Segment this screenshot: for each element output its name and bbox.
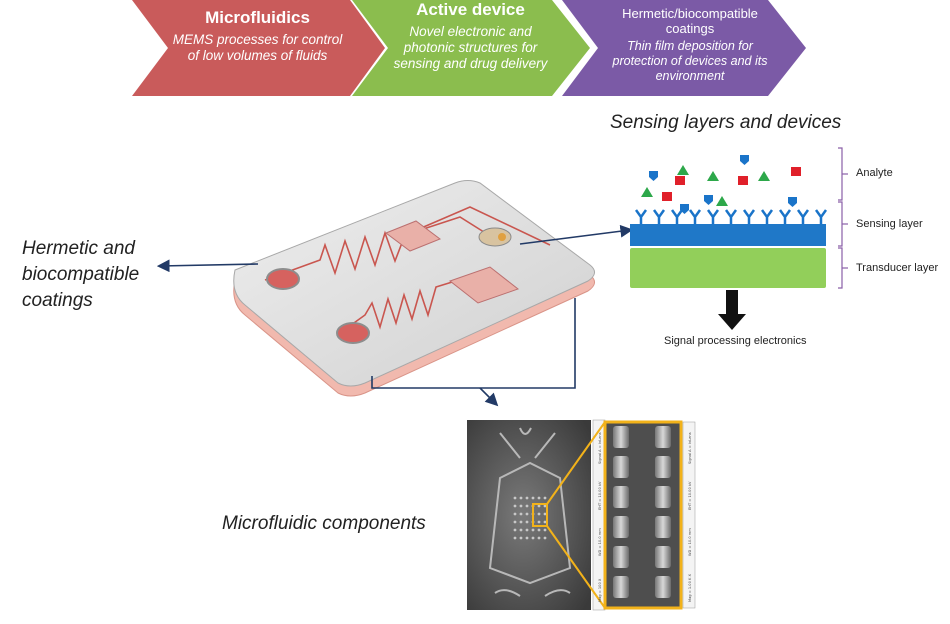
chevron-microfluidics-text: Microfluidics MEMS processes for control… <box>170 8 345 64</box>
chevron-description: Thin film deposition for protection of d… <box>612 39 768 83</box>
transducer-layer-bar <box>630 248 826 288</box>
analyte-label: Analyte <box>856 167 893 179</box>
sem-image-panel: Signal A = InLens EHT = 10.00 kV WD = 10… <box>467 419 696 611</box>
chevron-active-device <box>352 0 590 96</box>
sem-info-strip-right <box>682 421 696 609</box>
sem-pillar-grid <box>513 496 547 540</box>
sem-strip-text-r1: EHT = 10.00 kV <box>688 481 692 510</box>
sem-strip-text: Signal A = InLens EHT = 10.00 kV WD = 10… <box>598 432 692 602</box>
chevron-microfluidics <box>132 0 385 96</box>
sem-strip-text-r0: Signal A = InLens <box>688 432 692 464</box>
pillar-chamber <box>384 220 520 304</box>
sem-overview-image <box>467 420 591 610</box>
sem-strip-text-l1: EHT = 10.00 kV <box>598 481 602 510</box>
chevron-active-text: Active device Novel electronic and photo… <box>388 0 553 72</box>
chevron-title: Hermetic/biocompatible coatings <box>622 6 758 36</box>
layer-brackets <box>838 147 848 289</box>
sem-channel-outline <box>488 427 572 597</box>
signal-arrow <box>718 290 746 330</box>
chevron-coatings <box>562 0 806 96</box>
sem-strip-text-l3: Mag = 100 X <box>598 578 602 602</box>
process-chevrons <box>132 0 806 96</box>
receptor-array <box>634 209 828 224</box>
hermetic-arrow <box>156 259 259 273</box>
transducer-layer-label: Transducer layer <box>856 262 939 274</box>
sem-zoom-box <box>532 503 548 527</box>
sensor-dot <box>498 233 506 241</box>
sem-strip-text-l2: WD = 10.0 mm <box>598 528 602 556</box>
outlet-port <box>336 322 370 344</box>
sem-strip-text-r3: Mag = 1.00 K X <box>688 573 692 602</box>
sensing-diagram <box>630 147 848 330</box>
chevron-title: Microfluidics <box>205 8 310 27</box>
microfluidic-chip <box>233 180 595 397</box>
chevron-description: MEMS processes for control of low volume… <box>172 32 343 63</box>
analyte-markers <box>641 155 801 214</box>
inlet-port <box>266 268 300 290</box>
sem-zoomed-pillars <box>613 426 671 598</box>
microfluidic-label: Microfluidic components <box>222 513 426 534</box>
sensing-arrow <box>519 224 634 245</box>
hermetic-label: Hermetic and biocompatible coatings <box>22 238 140 311</box>
zoom-line-bottom <box>546 525 606 609</box>
sensing-layer-bar <box>630 224 826 246</box>
sem-strip-text-l0: Signal A = InLens <box>598 432 602 464</box>
sensor-element <box>478 227 512 247</box>
sensing-layer-label: Sensing layer <box>856 218 923 230</box>
sensing-title: Sensing layers and devices <box>610 112 842 133</box>
sem-strip-text-r2: WD = 10.0 mm <box>688 528 692 556</box>
chevron-description: Novel electronic and photonic structures… <box>393 24 548 71</box>
chevron-title: Active device <box>416 0 525 19</box>
microfluidic-arrow <box>479 387 499 407</box>
chevron-coatings-text: Hermetic/biocompatible coatings Thin fil… <box>605 6 775 84</box>
signal-processing-label: Signal processing electronics <box>664 335 807 347</box>
zoom-line-top <box>546 421 606 505</box>
microfluidic-bracket <box>371 298 576 389</box>
